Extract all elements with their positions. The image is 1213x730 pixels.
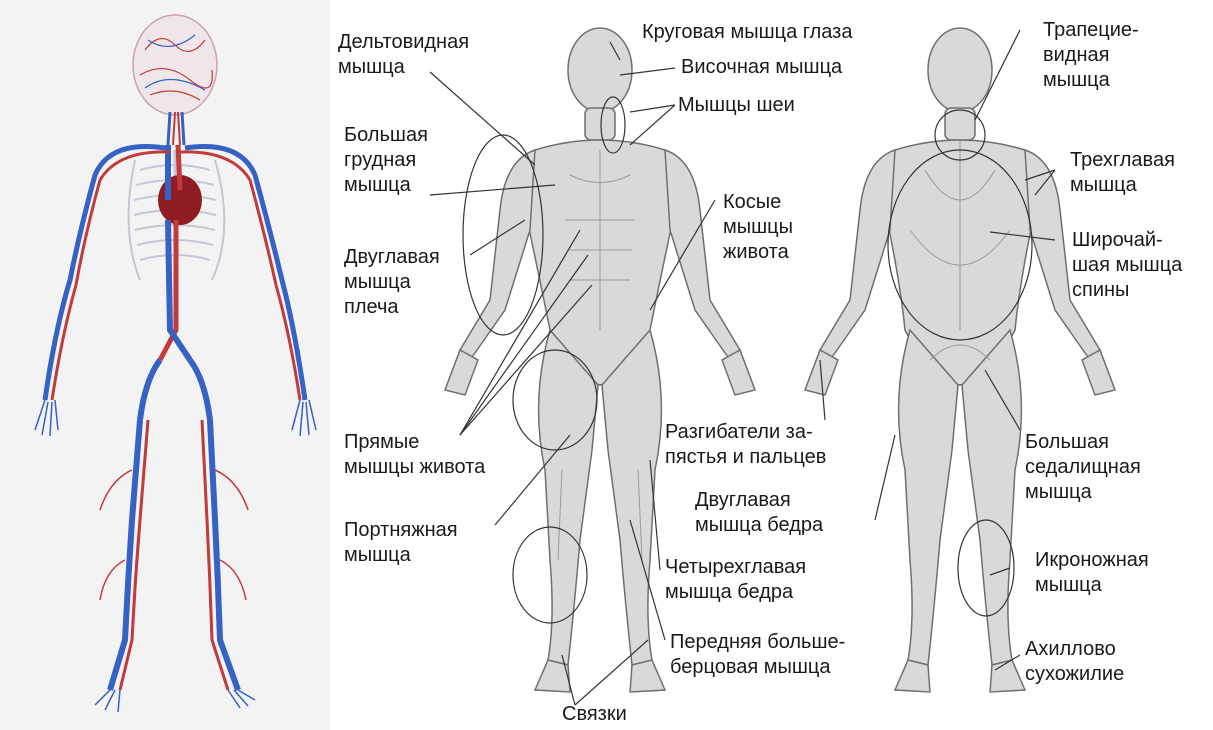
back-left-arm [820, 150, 895, 360]
front-right-foot [630, 660, 665, 692]
label-biceps: Двуглавая мышца плеча [344, 245, 440, 320]
circulatory-svg [0, 0, 340, 730]
front-left-hand [445, 350, 478, 395]
label-gastrocnemius: Икроножная мышца [1035, 548, 1149, 598]
label-pectoralis: Большая грудная мышца [344, 123, 428, 198]
left-foot [95, 690, 120, 712]
back-right-foot [990, 660, 1025, 692]
front-right-leg [602, 330, 661, 665]
label-achilles: Ахиллово сухожилие [1025, 637, 1124, 687]
left-arm-veins [45, 147, 165, 400]
label-sartorius: Портняжная мышца [344, 518, 458, 568]
label-gluteus: Большая седалищная мышца [1025, 430, 1141, 505]
label-triceps: Трехглавая мышца [1070, 148, 1175, 198]
front-right-hand [722, 350, 755, 395]
front-head [568, 28, 632, 112]
back-right-hand [1082, 350, 1115, 395]
label-extensors: Разгибатели за- пястья и пальцев [665, 420, 826, 470]
circulatory-system-illustration [0, 0, 340, 730]
label-deltoid: Дельтовидная мышца [338, 30, 469, 80]
label-rectus-abdominis: Прямые мышцы живота [344, 430, 485, 480]
neck-arteries [173, 112, 180, 145]
pelvis-vessels [140, 360, 210, 420]
label-ligaments: Связки [562, 702, 627, 727]
back-left-foot [895, 660, 930, 692]
back-left-leg [899, 330, 958, 665]
front-left-arm [460, 150, 535, 360]
label-neck: Мышцы шеи [678, 93, 795, 118]
label-tibialis: Передняя больше- берцовая мышца [670, 630, 845, 680]
label-temporal: Височная мышца [681, 55, 842, 80]
label-latissimus: Широчай- шая мышца спины [1072, 228, 1182, 303]
muscular-system-diagram: Дельтовидная мышца Круговая мышца глаза … [330, 0, 1213, 730]
left-leg-veins [110, 420, 140, 690]
right-hand [292, 400, 316, 436]
front-neck [585, 108, 615, 140]
right-arm-veins [185, 147, 305, 400]
head-vessels [133, 15, 217, 115]
back-head [928, 28, 992, 112]
label-orbicularis-oculi: Круговая мышца глаза [642, 20, 852, 45]
neck-vessels [168, 112, 184, 145]
small-branches [100, 470, 248, 600]
label-biceps-femoris: Двуглавая мышца бедра [695, 488, 823, 538]
label-trapezius: Трапецие- видная мышца [1043, 18, 1139, 93]
left-hand [35, 400, 58, 436]
right-foot [228, 690, 255, 708]
front-left-leg [539, 330, 598, 665]
label-obliques: Косые мышцы живота [723, 190, 793, 265]
label-quadriceps: Четырехглавая мышца бедра [665, 555, 806, 605]
